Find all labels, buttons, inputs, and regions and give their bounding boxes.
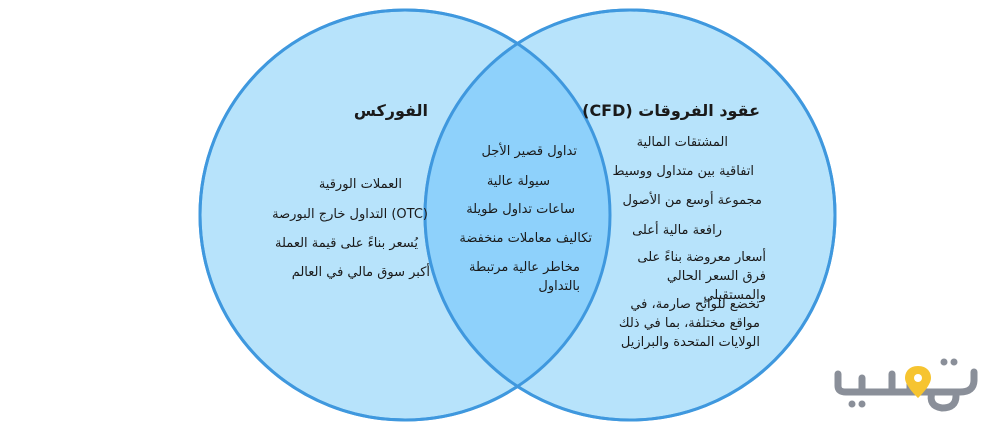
logo-dot [950,358,958,366]
overlap-item: مخاطر عالية مرتبطة بالتداول [469,260,580,294]
overlap-item: تكاليف معاملات منخفضة [459,231,592,246]
overlap-region [425,10,610,420]
yaqeen-logo [834,358,978,412]
logo-dot [940,358,948,366]
overlap-item: سيولة عالية [486,174,550,189]
right-item: مجموعة أوسع من الأصول [622,193,763,208]
left-item: (OTC) التداول خارج البورصة [272,207,428,222]
right-item: تخضع للوائح صارمة، في مواقع مختلفة، بما … [618,297,760,350]
logo-pin-hole [914,374,922,382]
overlap-item: ساعات تداول طويلة [466,202,575,217]
left-circle-outline [198,8,612,422]
right-item: أسعار معروضة بناءً على فرق السعر الحالي … [637,250,766,303]
right-circle-outline [423,8,837,422]
left-item: يُسعر بناءً على قيمة العملة [275,236,418,251]
right-item: المشتقات المالية [636,135,728,150]
right-circle-title: عقود الفروقات (CFD) [582,101,760,120]
left-circle-title: الفوركس [353,101,428,120]
left-item: العملات الورقية [318,177,402,192]
left-item: أكبر سوق مالي في العالم [291,265,430,280]
logo-dot [858,400,866,408]
right-item: رافعة مالية أعلى [632,223,722,238]
overlap-item: تداول قصير الأجل [481,144,577,159]
right-item: اتفاقية بين متداول ووسيط [612,164,754,179]
logo-dot [848,400,856,408]
